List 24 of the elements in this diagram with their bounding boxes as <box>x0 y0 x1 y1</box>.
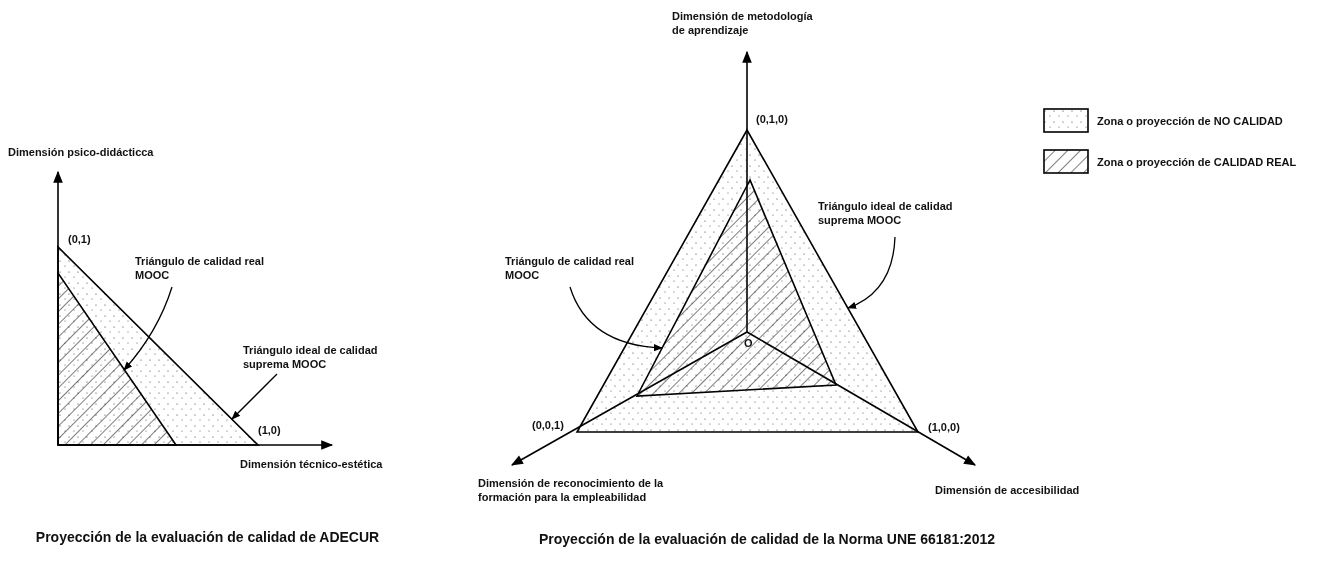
figure-caption: Proyección de la evaluación de calidad de la Norma UNE 66181:2012 <box>538 530 996 548</box>
legend-label: Zona o proyección de NO CALIDAD <box>1097 114 1283 127</box>
axis-label: O <box>744 336 753 350</box>
axis-label: (1,0,0) <box>928 420 960 434</box>
axis-label: Dimensión de metodología de aprendizaje <box>672 9 814 37</box>
real-quality-triangle <box>58 273 176 445</box>
callout-text: Triángulo ideal de calidad suprema MOOC <box>818 199 993 229</box>
figure-caption: Proyección de la evaluación de calidad de ADECUR <box>35 528 380 546</box>
leader-line <box>569 286 663 351</box>
axis-label: (0,1) <box>68 232 91 246</box>
axis-label: Dimensión psico-didácticca <box>8 145 154 159</box>
axis-label: Dimensión de accesibilidad <box>935 483 1080 497</box>
callout-text: Triángulo ideal de calidad suprema MOOC <box>243 343 418 373</box>
axis-label: (0,0,1) <box>532 418 564 432</box>
callout-text: Triángulo de calidad real MOOC <box>135 254 295 284</box>
leader-line <box>231 373 278 420</box>
leader-line <box>123 286 173 371</box>
axis-label: Dimensión técnico-estética <box>240 457 383 471</box>
callout-text: Triángulo de calidad real MOOC <box>505 254 670 284</box>
legend-label: Zona o proyección de CALIDAD REAL <box>1097 155 1297 168</box>
axis-label: (0,1,0) <box>756 112 788 126</box>
leader-line <box>847 236 896 309</box>
axis-label: (1,0) <box>258 423 281 437</box>
axis-label: Dimensión de reconocimiento de la formación para la empleabilidad <box>478 476 664 504</box>
